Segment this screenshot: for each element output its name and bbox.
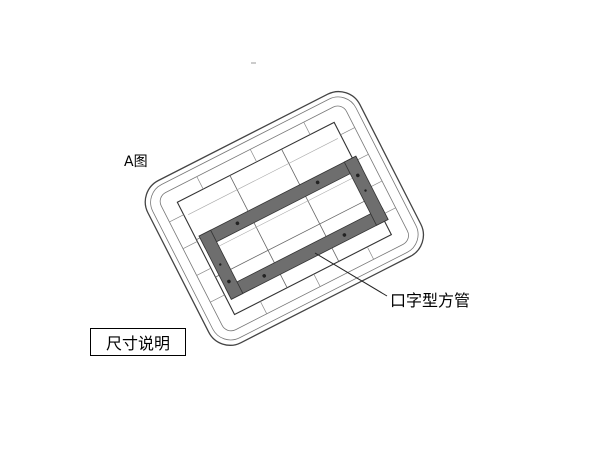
callout-label: 口字型方管 <box>390 291 471 310</box>
view-label: A图 <box>124 154 148 170</box>
dimension-box: 尺寸说明 <box>90 328 186 356</box>
tray-body <box>144 90 425 346</box>
square-tube-frame <box>198 155 389 300</box>
dimension-box-label: 尺寸说明 <box>105 334 170 353</box>
